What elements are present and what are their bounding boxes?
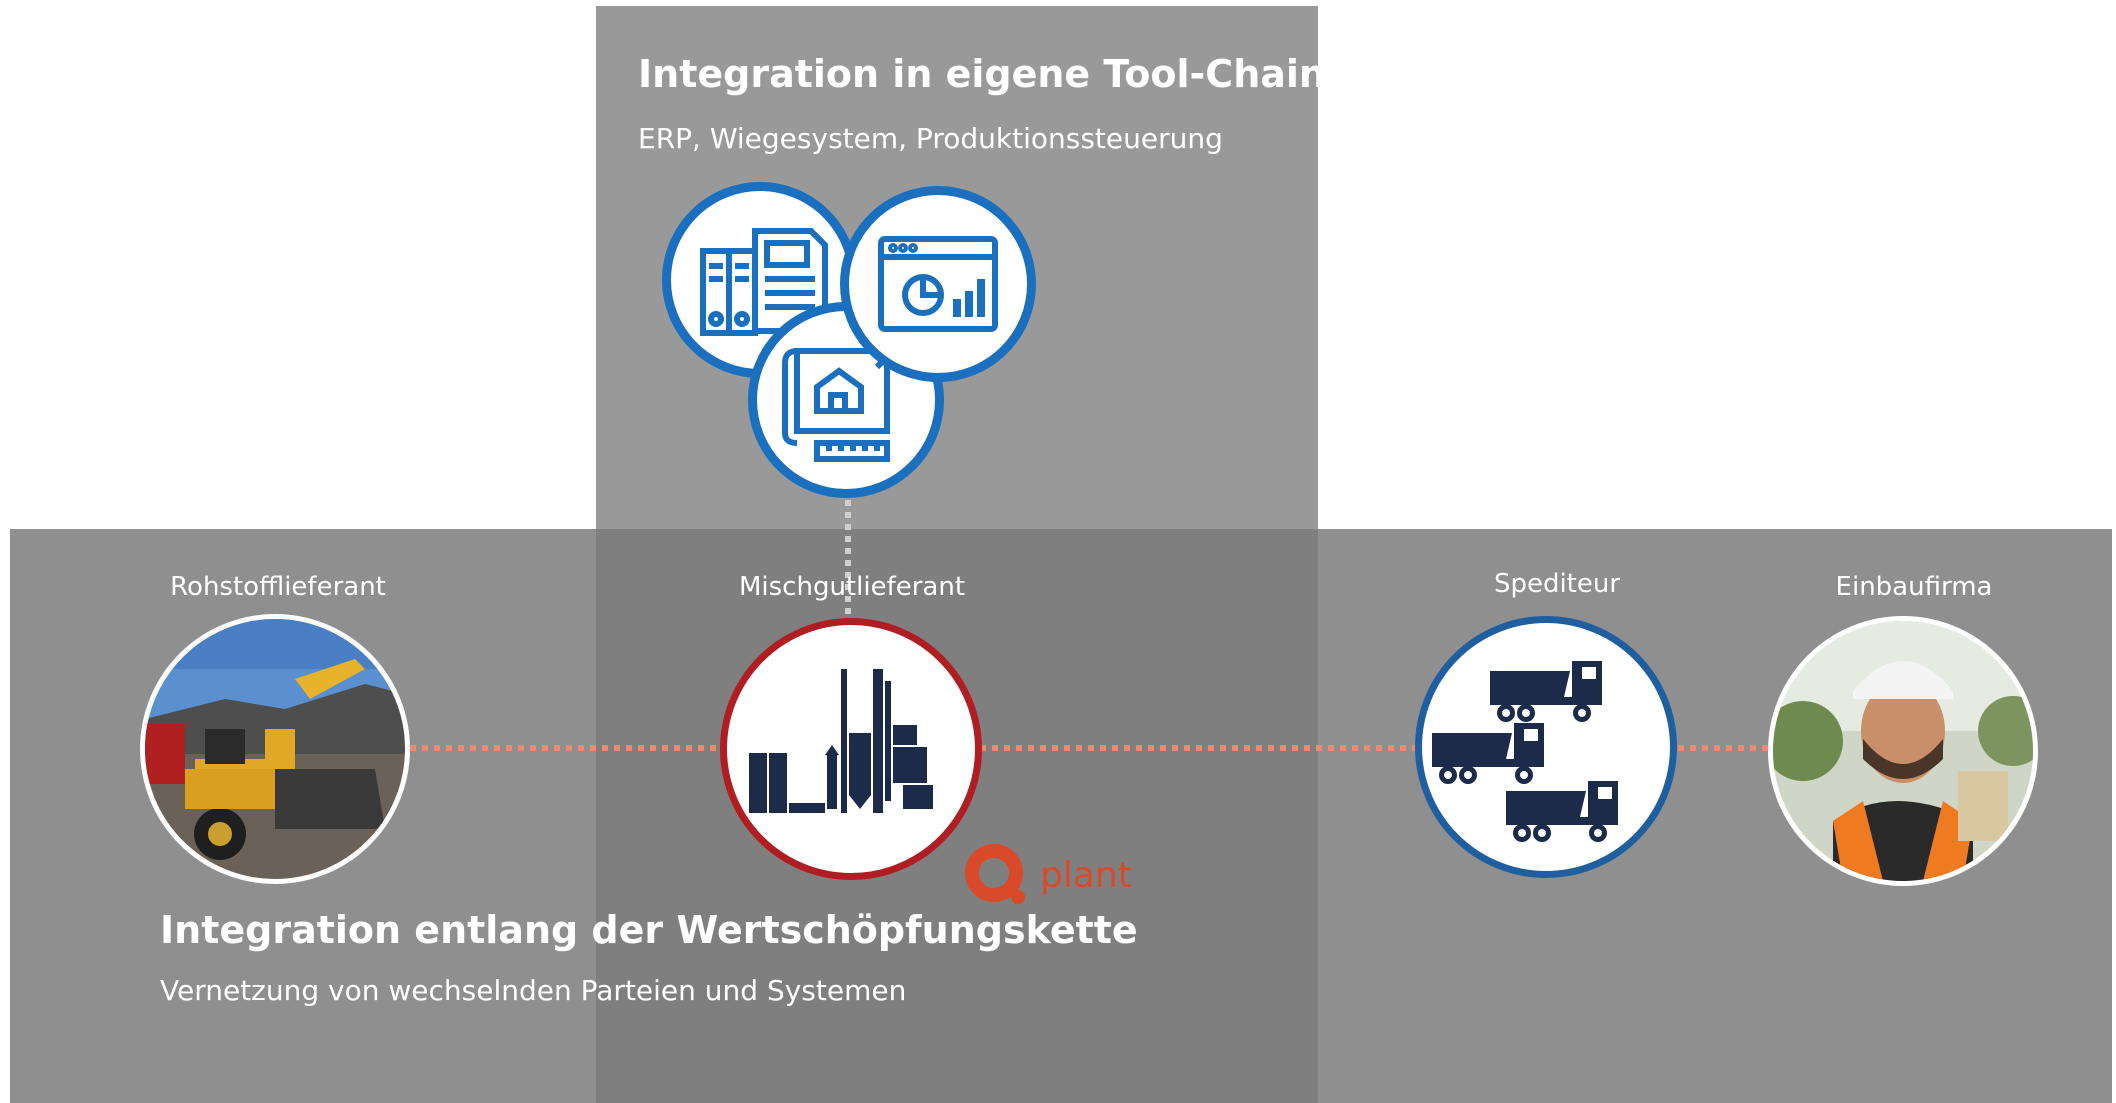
asphalt-plant-icon bbox=[749, 669, 933, 813]
value-chain-title: Integration entlang der Wertschöpfungske… bbox=[160, 908, 1138, 952]
plant-logo-icon bbox=[965, 844, 1025, 904]
value-chain-subtitle: Vernetzung von wechselnden Parteien und … bbox=[160, 974, 907, 1007]
node-label-rohstofflieferant: Rohstofflieferant bbox=[170, 572, 386, 602]
dashboard-chart-icon bbox=[878, 236, 998, 332]
dump-trucks-icon bbox=[1432, 661, 1618, 842]
erp-documents-icon bbox=[700, 228, 828, 336]
tool-chain-title: Integration in eigene Tool-Chain bbox=[638, 52, 1326, 96]
dashboard-circle bbox=[840, 186, 1036, 382]
rohstofflieferant-circle bbox=[140, 614, 410, 884]
node-label-einbaufirma: Einbaufirma bbox=[1835, 572, 1993, 602]
einbaufirma-circle bbox=[1768, 616, 2038, 886]
spediteur-circle bbox=[1415, 616, 1677, 878]
worker-photo bbox=[1773, 621, 2033, 881]
construction-loader-photo bbox=[145, 619, 405, 879]
node-label-spediteur: Spediteur bbox=[1493, 569, 1621, 599]
mischgutlieferant-circle bbox=[720, 618, 982, 880]
plant-logo-text: plant bbox=[1040, 855, 1132, 896]
node-label-mischgutlieferant: Mischgutlieferant bbox=[738, 572, 966, 602]
tool-chain-subtitle: ERP, Wiegesystem, Produktionssteuerung bbox=[638, 122, 1223, 155]
